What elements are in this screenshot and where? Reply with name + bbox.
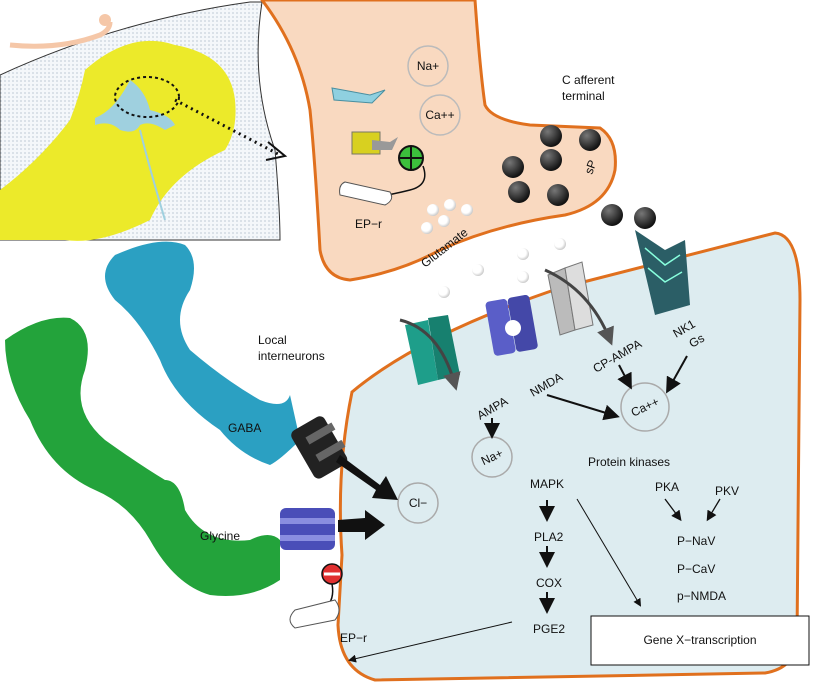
nmda-receptor-icon xyxy=(485,294,538,356)
signal-arrows xyxy=(348,355,721,663)
spinal-cord-inset xyxy=(0,1,288,241)
p-nmda-label: p−NMDA xyxy=(677,589,726,603)
glycine-receptor-icon xyxy=(280,508,385,550)
c-afferent-terminal xyxy=(260,0,617,282)
ca-ion-circle-cell xyxy=(620,382,670,432)
terminal-na-label: Na+ xyxy=(417,59,439,73)
protein-kinases-label: Protein kinases xyxy=(588,455,670,469)
p-nav-label: P−NaV xyxy=(677,534,715,548)
pka-label: PKA xyxy=(655,480,679,494)
zoom-pointer-arrow xyxy=(174,98,281,157)
gaba-receptor-icon xyxy=(291,416,398,500)
cox-label: COX xyxy=(536,576,562,590)
terminal-ca-label: Ca++ xyxy=(425,108,454,122)
nk1-receptor-icon xyxy=(635,230,690,315)
gene-transcription-box xyxy=(590,615,810,666)
ampa-receptor-icon xyxy=(399,315,461,391)
terminal-channel-icons xyxy=(331,87,426,206)
interneurons-title-line1: Local xyxy=(258,333,287,347)
ep-r-top-label: EP−r xyxy=(355,217,382,231)
na-ion-circle xyxy=(407,45,449,87)
terminal-title-line2: terminal xyxy=(562,89,605,103)
ep-r-bottom-icon xyxy=(289,563,343,629)
sp-label: sP xyxy=(582,158,600,176)
mapk-label: MAPK xyxy=(530,477,564,491)
pkv-label: PKV xyxy=(715,484,739,498)
sp-vesicles xyxy=(502,125,656,229)
gaba-interneuron xyxy=(105,241,300,465)
interneurons-title-line2: interneurons xyxy=(258,349,325,363)
glycine-label: Glycine xyxy=(200,529,240,543)
cp-ampa-receptor-icon xyxy=(544,261,614,346)
gaba-label: GABA xyxy=(228,421,261,435)
ep-r-bottom-label: EP−r xyxy=(340,631,367,645)
cl-label: Cl− xyxy=(409,496,427,510)
pge2-label: PGE2 xyxy=(533,622,565,636)
p-cav-label: P−CaV xyxy=(677,562,715,576)
glycine-interneuron xyxy=(5,317,280,596)
glutamate-vesicles xyxy=(421,199,566,298)
ca-ion-circle xyxy=(419,94,461,136)
cl-ion-circle xyxy=(397,482,439,524)
pla2-label: PLA2 xyxy=(534,530,564,544)
gs-label: Gs xyxy=(687,331,707,351)
terminal-title-line1: C afferent xyxy=(562,73,615,87)
gene-transcription-label: Gene X−transcription xyxy=(643,633,756,647)
